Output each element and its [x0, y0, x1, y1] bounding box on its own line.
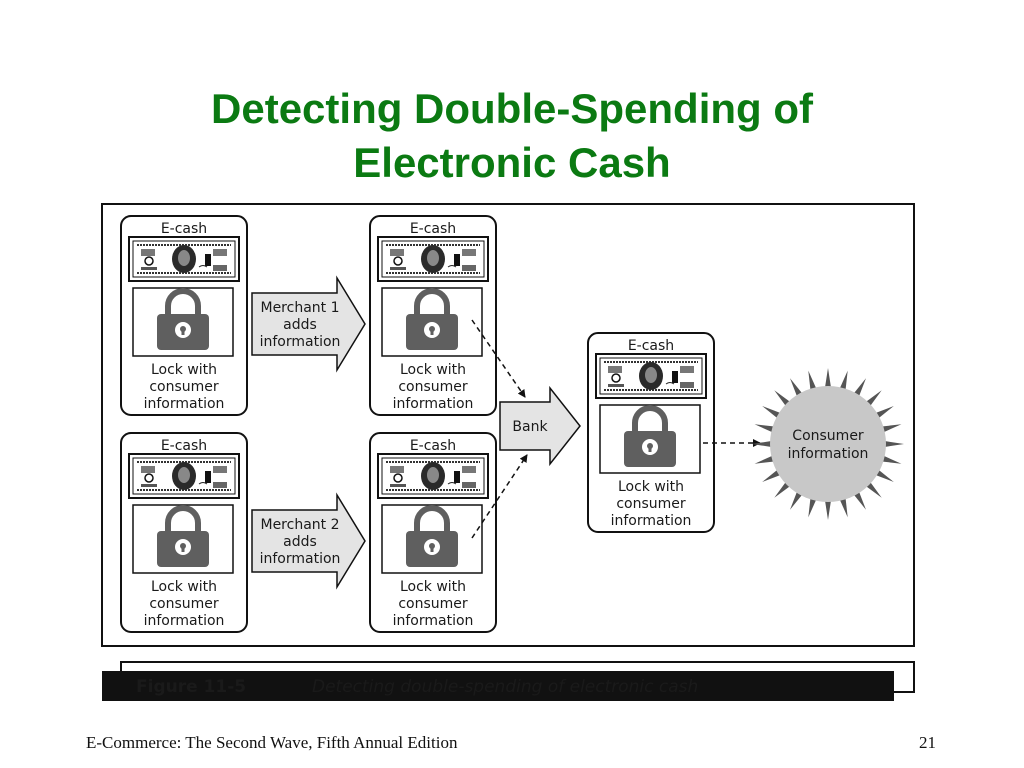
merchant-2-arrow: Merchant 2 adds information [251, 492, 366, 590]
merchant-1-label-line3: information [260, 334, 341, 350]
footer-page-number: 21 [919, 733, 936, 752]
merchant-1-label-line2: adds [283, 317, 317, 333]
merchant-1-label-line1: Merchant 1 [260, 300, 339, 316]
figure-caption-text: Detecting double-spending of electronic … [312, 677, 698, 697]
ecash-card-bottom-left: E-cash Lock with consumer information [120, 432, 248, 633]
lock-caption-line2: consumer [398, 596, 468, 612]
ecash-header: E-cash [410, 221, 456, 237]
slide-title-line2: Electronic Cash [353, 139, 671, 186]
lock-caption-line3: information [393, 613, 474, 629]
ecash-card-top-left: E-cash Lock with consumer information [120, 215, 248, 416]
lock-caption-line1: Lock with [618, 479, 684, 495]
lock-caption-line1: Lock with [151, 579, 217, 595]
dollar-bill-icon [128, 236, 240, 282]
lock-caption-line2: consumer [398, 379, 468, 395]
footer-book-title: E-Commerce: The Second Wave, Fifth Annua… [86, 733, 458, 752]
lock-caption-line2: consumer [149, 596, 219, 612]
ecash-header: E-cash [161, 221, 207, 237]
ecash-header: E-cash [161, 438, 207, 454]
dollar-bill-icon [128, 453, 240, 499]
lock-caption-line1: Lock with [400, 362, 466, 378]
ecash-card-right: E-cash Lock with consumer information [587, 332, 715, 533]
bank-arrow: Bank [499, 385, 581, 467]
dollar-bill-icon [377, 453, 489, 499]
lock-caption-line2: consumer [616, 496, 686, 512]
starburst-label-line1: Consumer [792, 428, 864, 444]
merchant-1-arrow: Merchant 1 adds information [251, 275, 366, 373]
dashed-arrow-top-to-bank [471, 319, 526, 398]
bank-label: Bank [512, 419, 548, 435]
figure-number: Figure 11-5 [136, 677, 246, 697]
dashed-arrow-bottom-to-bank [471, 454, 528, 539]
merchant-2-label-line1: Merchant 2 [260, 517, 339, 533]
dollar-bill-icon [377, 236, 489, 282]
lock-caption-line3: information [393, 396, 474, 412]
caption-bar [102, 671, 894, 701]
ecash-card-bottom-middle: E-cash Lock with consumer information [369, 432, 497, 633]
consumer-information-starburst: Consumer information [752, 368, 904, 520]
slide-title: Detecting Double-Spending of Electronic … [0, 82, 1024, 190]
lock-caption-line1: Lock with [400, 579, 466, 595]
lock-caption-line3: information [144, 396, 225, 412]
ecash-header: E-cash [410, 438, 456, 454]
ecash-card-top-middle: E-cash Lock with consumer information [369, 215, 497, 416]
merchant-2-label-line2: adds [283, 534, 317, 550]
lock-caption-line2: consumer [149, 379, 219, 395]
slide-title-line1: Detecting Double-Spending of [211, 85, 813, 132]
lock-caption-line1: Lock with [151, 362, 217, 378]
merchant-2-label-line3: information [260, 551, 341, 567]
dollar-bill-icon [595, 353, 707, 399]
ecash-header: E-cash [628, 338, 674, 354]
lock-caption-line3: information [611, 513, 692, 529]
starburst-label-line2: information [788, 446, 869, 462]
lock-caption-line3: information [144, 613, 225, 629]
